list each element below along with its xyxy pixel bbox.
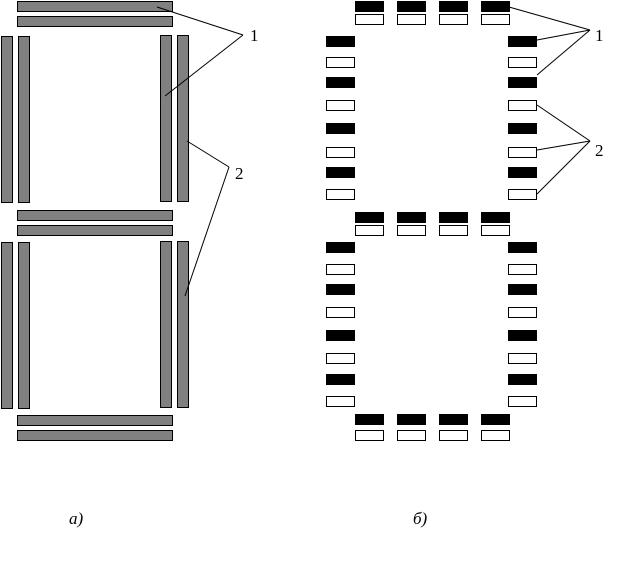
segment-black [326,374,355,385]
segment-white [397,225,426,236]
vertical-bar [160,241,172,408]
horizontal-bar [17,415,173,426]
leader-line-a-1 [156,6,244,36]
segment-black [508,284,537,295]
segment-white [326,396,355,407]
segment-white [508,396,537,407]
leader-line-a-2 [186,140,230,168]
segment-black [439,414,468,425]
segment-black [439,212,468,223]
segment-white [439,225,468,236]
horizontal-bar [17,16,173,27]
segment-white [397,430,426,441]
segment-black [326,167,355,178]
horizontal-bar [17,210,173,221]
vertical-bar [1,242,13,409]
segment-white [439,14,468,25]
segment-white [508,353,537,364]
leader-line-b-2 [536,140,591,151]
segment-white [508,100,537,111]
segment-black [508,167,537,178]
segment-black [481,1,510,12]
segment-black [326,36,355,47]
leader-line-b-1 [536,29,591,41]
figure-a-bars [1,1,189,441]
segment-white [355,430,384,441]
segment-black [355,212,384,223]
segment-black [355,414,384,425]
vertical-bar [160,35,172,202]
segment-black [397,212,426,223]
segment-black [481,414,510,425]
segment-black [508,374,537,385]
segment-black [508,330,537,341]
segment-black [326,123,355,134]
segment-black [397,414,426,425]
vertical-bar [177,35,189,202]
segment-white [326,307,355,318]
segment-black [326,77,355,88]
segment-white [326,353,355,364]
segment-white [397,14,426,25]
figure-b-label-2: 2 [595,141,604,160]
segment-black [326,330,355,341]
callout-leader-lines [156,6,591,297]
segment-black [397,1,426,12]
segment-white [481,14,510,25]
segment-white [508,147,537,158]
segment-white [508,264,537,275]
segment-white [481,225,510,236]
figure-a-caption: а) [69,509,84,528]
vertical-bar [177,241,189,408]
segment-white [508,57,537,68]
segment-black [439,1,468,12]
segment-black [508,123,537,134]
vertical-bar [18,36,30,203]
segment-white [326,189,355,200]
segment-white [508,307,537,318]
horizontal-bar [17,1,173,12]
figure-b-label-1: 1 [595,26,604,45]
segment-white [326,264,355,275]
segment-black [508,242,537,253]
figure-b-segments [326,1,537,441]
vertical-bar [1,36,13,203]
leader-line-b-1 [508,6,591,31]
leader-line-a-1 [164,34,244,97]
segment-white [439,430,468,441]
segment-white [355,225,384,236]
leader-line-a-2 [184,166,230,297]
horizontal-bar [17,225,173,236]
leader-line-b-2 [536,140,591,195]
segment-black [508,36,537,47]
segment-black [508,77,537,88]
segment-black [326,242,355,253]
segment-white [326,100,355,111]
figure-a-label-1: 1 [250,26,259,45]
segment-black [326,284,355,295]
leader-line-b-1 [536,29,591,76]
segment-white [481,430,510,441]
horizontal-bar [17,430,173,441]
segment-white [326,147,355,158]
leader-line-b-2 [536,104,591,142]
vertical-bar [18,242,30,409]
segment-white [326,57,355,68]
figure-b-caption: б) [413,509,428,528]
segment-white [355,14,384,25]
segment-white [508,189,537,200]
segment-black [481,212,510,223]
segment-black [355,1,384,12]
figure-a-label-2: 2 [235,164,244,183]
